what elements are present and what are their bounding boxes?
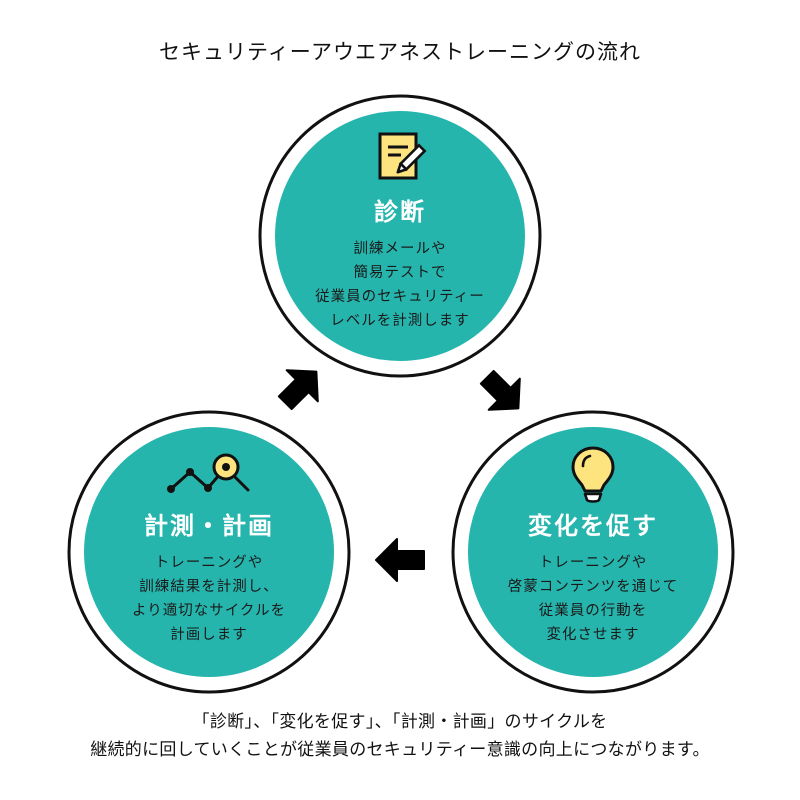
node-diagnosis-description: 訓練メールや 簡易テストで 従業員のセキュリティー レベルを計測します — [275, 237, 525, 333]
circle-measure-plan — [67, 410, 351, 694]
description-line: 訓練メールや — [353, 241, 447, 257]
diagram-title: セキュリティーアウエアネストレーニングの流れ — [159, 40, 641, 64]
description-line: トレーニングや — [538, 555, 648, 571]
circle-change-fill — [468, 427, 718, 677]
node-measure-plan-heading: 計測・計画 — [144, 512, 274, 540]
description-line: 訓練結果を計測し、 — [139, 579, 279, 595]
chart-magnifier-icon — [167, 453, 250, 493]
node-measure-plan: 計測・計画 トレーニングや 訓練結果を計測し、 より適切なサイクルを 計画します — [84, 511, 334, 647]
lightbulb-icon — [571, 446, 615, 503]
description-line: 啓蒙コンテンツを通じて — [507, 579, 679, 595]
summary-line-2: 継続的に回していくことが従業員のセキュリティー意識の向上につながります。 — [90, 740, 710, 760]
description-line: レベルを計測します — [330, 313, 470, 329]
memo-pencil-icon — [378, 132, 427, 180]
description-line: トレーニングや — [154, 555, 264, 571]
description-line: 従業員のセキュリティー — [315, 289, 485, 305]
description-line: 簡易テストで — [353, 265, 447, 281]
description-line: 変化させます — [546, 627, 640, 643]
node-diagnosis-heading: 診断 — [374, 198, 426, 226]
description-line: より適切なサイクルを — [132, 603, 286, 619]
node-change: 変化を促す トレーニングや 啓蒙コンテンツを通じて 従業員の行動を 変化させます — [468, 511, 718, 647]
node-change-description: トレーニングや 啓蒙コンテンツを通じて 従業員の行動を 変化させます — [468, 551, 718, 647]
description-line: 計画します — [170, 627, 248, 643]
node-measure-plan-description: トレーニングや 訓練結果を計測し、 より適切なサイクルを 計画します — [84, 551, 334, 647]
node-change-heading: 変化を促す — [528, 512, 658, 540]
arrow-up-right-icon — [277, 369, 319, 411]
node-diagnosis: 診断 訓練メールや 簡易テストで 従業員のセキュリティー レベルを計測します — [275, 197, 525, 333]
arrow-down-right-icon — [479, 369, 521, 411]
circle-diagnosis-fill — [275, 111, 525, 361]
arrow-left-icon — [375, 538, 425, 582]
circle-change — [451, 410, 735, 694]
circle-diagnosis — [258, 94, 542, 378]
summary-line-1: 「診断」、「変化を促す」、「計測・計画」のサイクルを — [192, 712, 608, 732]
description-line: 従業員の行動を — [538, 603, 648, 619]
circle-measure-plan-fill — [84, 427, 334, 677]
summary-caption: 「診断」、「変化を促す」、「計測・計画」のサイクルを 継続的に回していくことが従… — [0, 708, 800, 764]
